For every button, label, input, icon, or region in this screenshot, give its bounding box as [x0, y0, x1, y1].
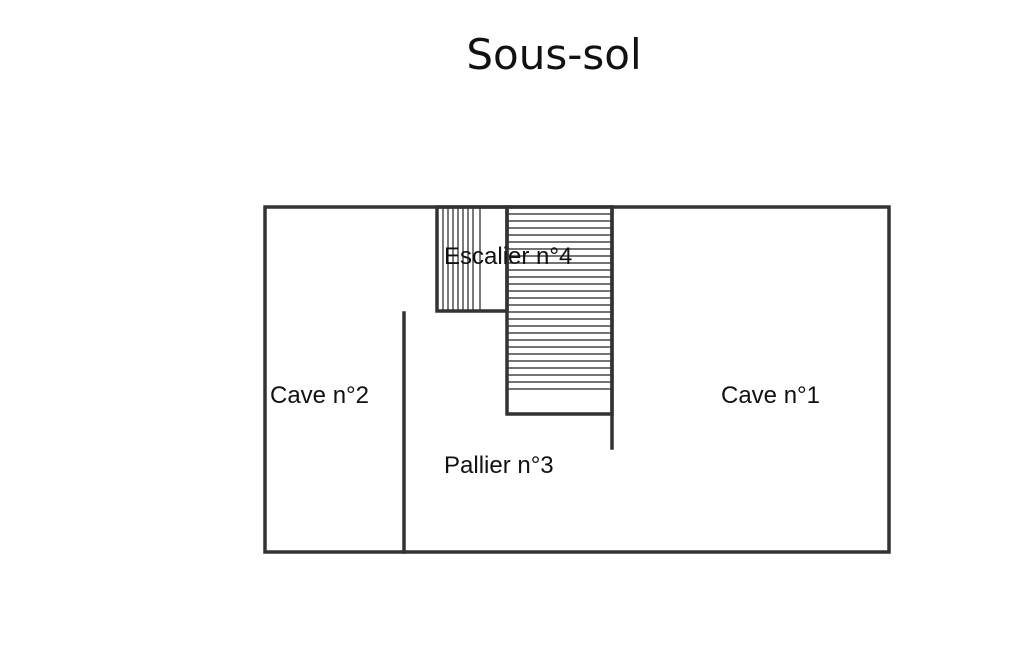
page-title: Sous-sol — [466, 30, 642, 79]
outer-wall — [263, 205, 891, 554]
room-label-pallier: Pallier n°3 — [444, 452, 554, 479]
stair-treads-horizontal — [508, 213, 611, 390]
stair-flight-box — [505, 205, 614, 416]
stair-treads-vertical — [442, 208, 481, 310]
room-label-cave1: Cave n°1 — [721, 382, 820, 409]
room-label-cave2: Cave n°2 — [270, 382, 369, 409]
room-label-escalier: Escalier n°4 — [444, 243, 573, 270]
